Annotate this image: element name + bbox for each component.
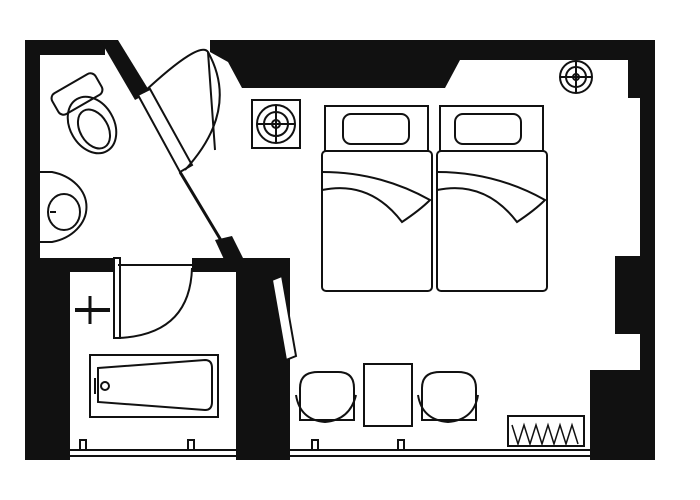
- twin-bed-right: [436, 105, 548, 292]
- armchair-left: [295, 371, 357, 424]
- ceiling-fan-icon: [559, 60, 593, 94]
- wall-right-strip: [640, 40, 655, 460]
- luggage-rack: [507, 415, 585, 447]
- wall-right-pillar: [615, 256, 655, 334]
- sink: [40, 171, 88, 243]
- wall-bath-top-right: [192, 258, 237, 272]
- wall-top-left: [25, 40, 105, 55]
- wall-top: [210, 40, 655, 88]
- armchair-right: [417, 371, 479, 424]
- wall-diagonal: [100, 40, 150, 100]
- entry-door[interactable]: [136, 48, 221, 174]
- towel-rail: [75, 296, 110, 324]
- twin-bed-left: [321, 105, 433, 292]
- wall-bath-left: [25, 260, 70, 460]
- wall-bath-top-left: [40, 258, 118, 272]
- wall-right-bottom: [590, 370, 655, 460]
- desk: [363, 363, 413, 427]
- toilet: [50, 72, 118, 155]
- ventilation-fan-icon: [251, 99, 301, 149]
- walls: [25, 40, 655, 460]
- tv: [270, 274, 298, 362]
- bathtub: [89, 354, 219, 418]
- bathroom-door[interactable]: [113, 257, 193, 339]
- sliding-door[interactable]: [178, 171, 224, 243]
- bath-fixtures: [79, 439, 405, 451]
